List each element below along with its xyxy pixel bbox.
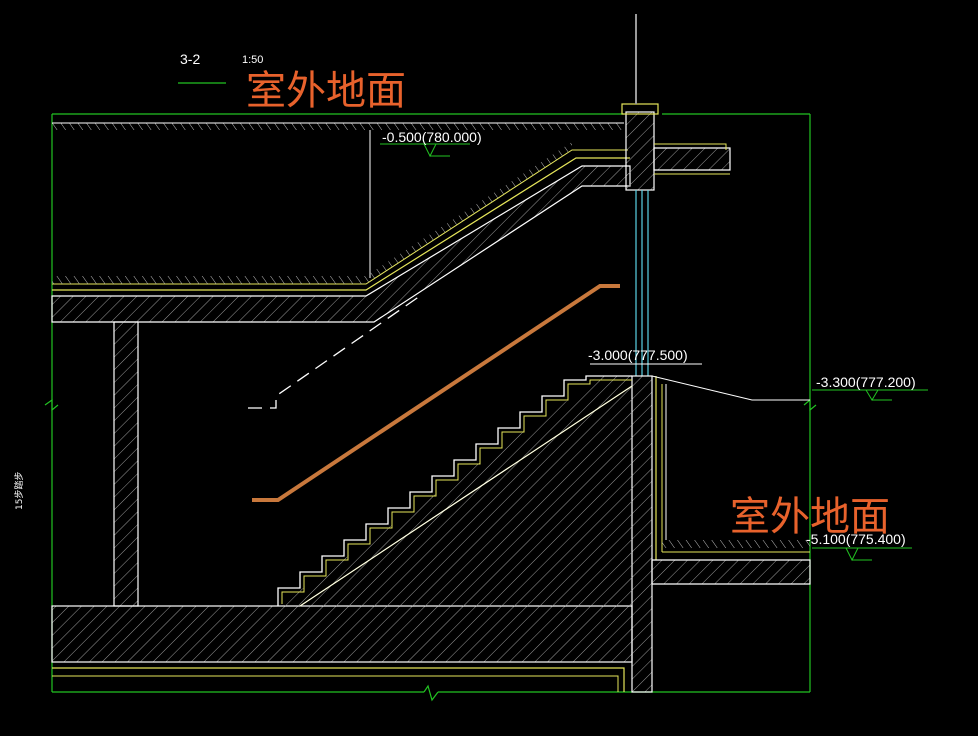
right-grade (651, 375, 810, 401)
elevation-marker-top (380, 143, 470, 158)
stair-flight (277, 375, 633, 607)
glass-window (635, 190, 649, 376)
handrail (252, 284, 620, 502)
section-number: 3-2 (180, 51, 200, 67)
outdoor-ground-label-right: 室外地面 (730, 494, 890, 540)
upper-slab (51, 142, 631, 323)
stair-soffit (299, 385, 633, 607)
elevation-bottom: -5.100(775.400) (806, 531, 906, 547)
top-grade (52, 122, 624, 130)
elevation-marker-bottom (812, 547, 912, 562)
elevation-landing: -3.000(777.500) (588, 347, 688, 363)
vertical-note: 15步踏步 (13, 472, 25, 510)
elevation-right: -3.300(777.200) (816, 374, 916, 390)
base-slab (51, 605, 633, 692)
scale-label: 1:50 (242, 54, 263, 66)
hidden-stair (248, 295, 421, 409)
elevation-marker-right (812, 389, 928, 401)
top-right-column (621, 14, 731, 191)
handrail-inner (252, 281, 620, 497)
outdoor-ground-label-top: 室外地面 (246, 68, 406, 114)
elevation-top: -0.500(780.000) (382, 129, 482, 145)
left-wall (52, 321, 139, 607)
right-wall (631, 375, 811, 693)
